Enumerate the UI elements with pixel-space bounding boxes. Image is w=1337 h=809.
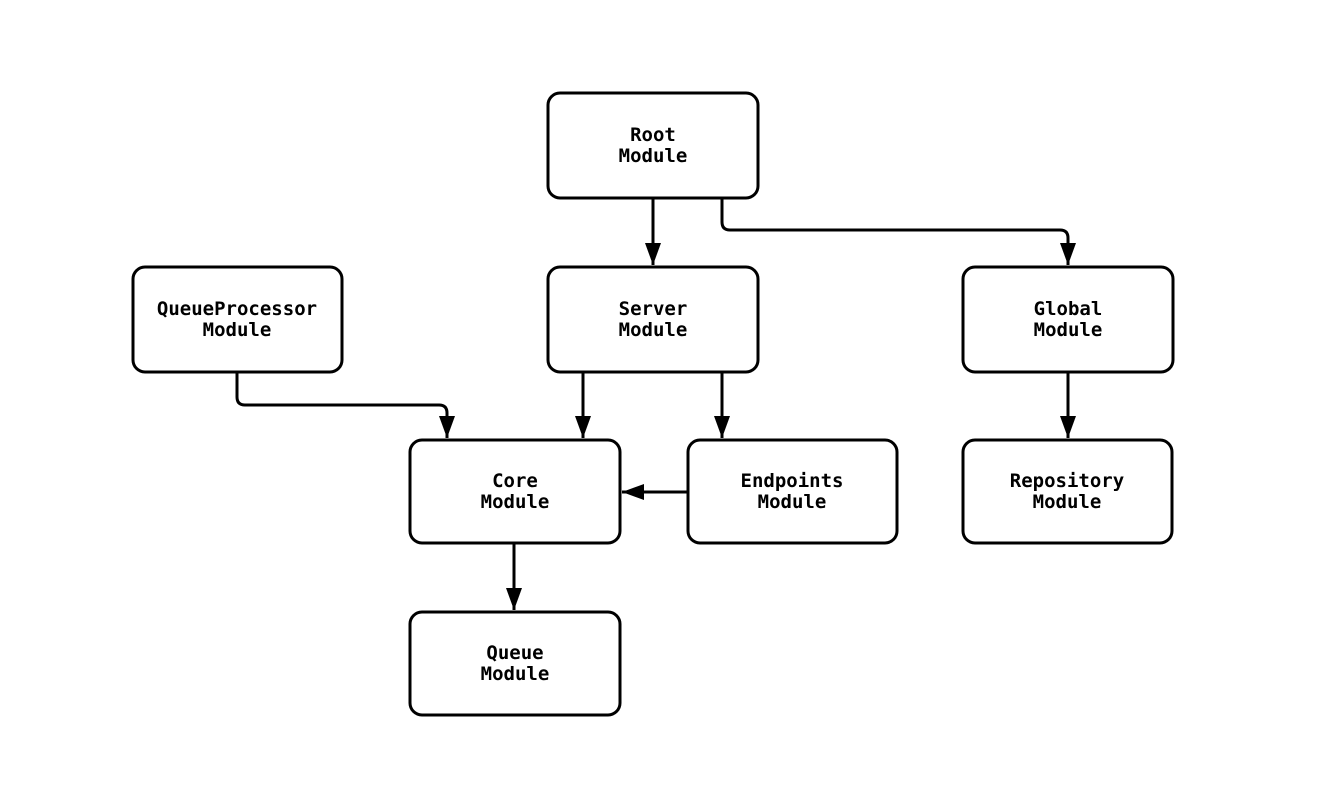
node-box (546, 91, 760, 200)
node-repository-module: Repository Module (961, 438, 1174, 545)
node-box (961, 265, 1175, 374)
edge-layer (235, 198, 1076, 610)
node-box (961, 438, 1174, 545)
edge-queueprocessor-to-core (235, 372, 455, 438)
node-box (546, 265, 760, 374)
node-queue-module: Queue Module (408, 610, 622, 717)
node-global-module: Global Module (961, 265, 1175, 374)
node-label-line1: Repository (1010, 470, 1124, 492)
node-server-module: Server Module (546, 265, 760, 374)
node-label-line1: Core (492, 470, 538, 492)
node-queueprocessor-module: QueueProcessor Module (131, 265, 344, 374)
node-label-line2: Module (619, 145, 688, 167)
node-label-line1: Root (630, 124, 676, 146)
node-label-line2: Module (1034, 319, 1103, 341)
node-label-line1: Queue (486, 642, 543, 664)
node-label-line1: Endpoints (741, 470, 844, 492)
node-label-line2: Module (481, 663, 550, 685)
node-label-line2: Module (1033, 491, 1102, 513)
node-root-module: Root Module (546, 91, 760, 200)
node-box (408, 438, 622, 545)
node-core-module: Core Module (408, 438, 622, 545)
node-box (131, 265, 344, 374)
node-label-line1: Global (1034, 298, 1103, 320)
node-label-line2: Module (481, 491, 550, 513)
node-label-line2: Module (619, 319, 688, 341)
node-box (408, 610, 622, 717)
node-box (686, 438, 899, 545)
node-label-line1: Server (619, 298, 688, 320)
node-label-line2: Module (203, 319, 272, 341)
node-endpoints-module: Endpoints Module (686, 438, 899, 545)
node-label-line1: QueueProcessor (157, 298, 317, 320)
edge-root-to-global (720, 198, 1076, 265)
node-label-line2: Module (758, 491, 827, 513)
